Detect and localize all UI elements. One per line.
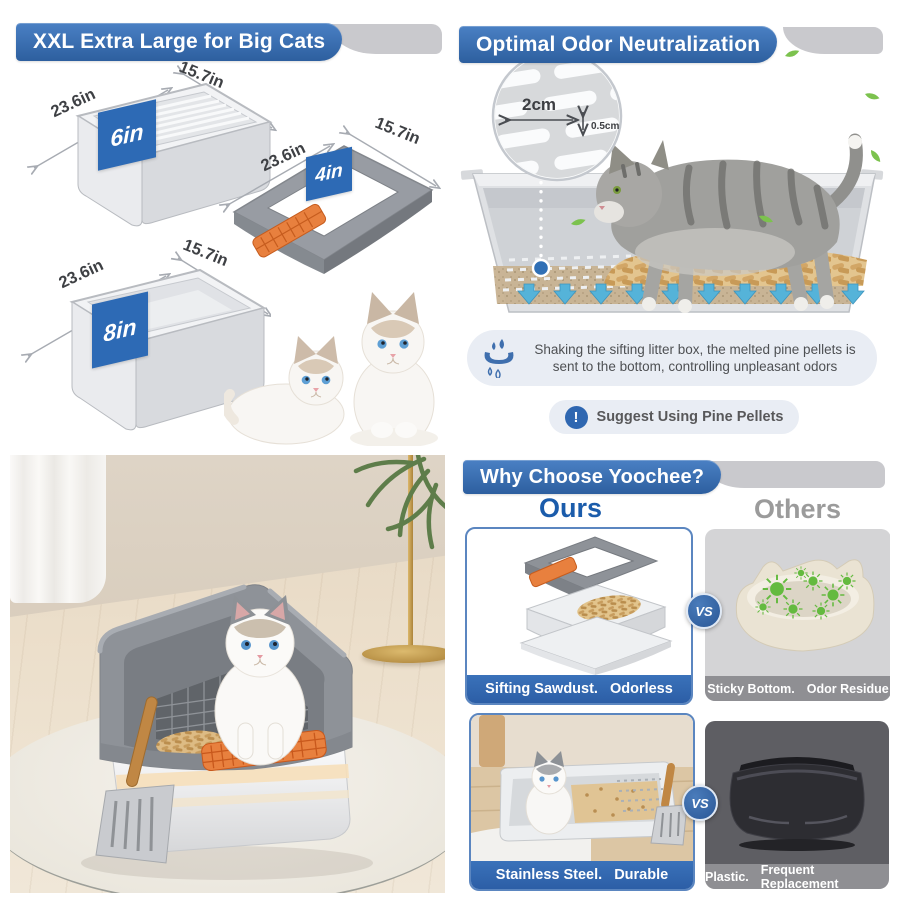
label-part: Sticky Bottom. — [707, 681, 795, 696]
label-part: Stainless Steel. — [495, 867, 603, 883]
scoop — [650, 763, 688, 846]
vs-badge: VS — [682, 785, 718, 821]
exploded-litterbox-illustration — [519, 536, 673, 675]
callout-dot — [531, 258, 551, 278]
white-curtain — [10, 455, 106, 603]
label-part: Plastic. — [705, 869, 749, 884]
others-card-sticky: Sticky Bottom. Odor Residue — [705, 529, 890, 701]
lifestyle-photo — [10, 455, 445, 893]
floor-lamp-base — [362, 645, 445, 663]
banner-swoosh — [703, 461, 885, 488]
comparison-panel: Why Choose Yoochee? Ours Others — [453, 455, 890, 893]
two-cats-photo — [224, 292, 438, 446]
size-panel-title: XXL Extra Large for Big Cats — [16, 23, 343, 61]
litter-scoop — [95, 696, 175, 864]
label-part: Sifting Sawdust. — [485, 681, 598, 697]
size-panel: XXL Extra Large for Big Cats 23.6in 15.7… — [10, 10, 442, 446]
black-plastic-box-photo — [705, 721, 889, 864]
litter-box-photo — [81, 584, 373, 880]
suggestion-pill: ! Suggest Using Pine Pellets — [549, 400, 799, 434]
shaking-note-pill: Shaking the sifting litter box, the melt… — [467, 330, 877, 386]
cat-in-box — [525, 751, 573, 835]
frame-part — [523, 536, 659, 601]
vs-badge: VS — [686, 593, 722, 629]
bottom-box-part — [519, 616, 673, 675]
others-label-bar: Sticky Bottom. Odor Residue — [705, 676, 890, 701]
label-part: Frequent Replacement — [760, 862, 839, 890]
others-card-plastic: Plastic. Frequent Replacement — [705, 721, 889, 889]
label-part: Odor Residue — [806, 681, 889, 696]
tabby-cat-photo — [594, 133, 863, 313]
ragdoll-cat — [214, 595, 306, 766]
water-drops-icon — [484, 339, 514, 378]
plant-leaves — [353, 455, 445, 550]
shaking-note-text: Shaking the sifting litter box, the melt… — [534, 342, 856, 374]
label-part: Odorless — [609, 681, 673, 697]
ours-heading: Ours — [538, 493, 603, 523]
cat-sitting — [350, 292, 438, 446]
suggestion-text: Suggest Using Pine Pellets — [596, 409, 784, 425]
ours-card-sifting: Sifting Sawdust. Odorless — [465, 527, 693, 705]
box-height-tag: 8in — [92, 291, 148, 369]
warm-glow-stripe — [116, 764, 349, 789]
others-heading: Others — [753, 494, 842, 524]
odor-panel-title: Optimal Odor Neutralization — [459, 26, 778, 63]
slot-height-label: 0.5cm — [591, 121, 619, 132]
steel-box-with-cat-photo — [471, 715, 693, 863]
exclamation-icon: ! — [564, 405, 588, 429]
others-label-bar: Plastic. Frequent Replacement — [705, 862, 889, 890]
ours-card-steel: Stainless Steel. Durable — [469, 713, 695, 891]
banner-swoosh — [330, 24, 442, 54]
odor-scene-illustration: 2cm 0.5cm — [460, 25, 884, 313]
anti-slip-pad — [252, 203, 327, 258]
label-part: Durable — [614, 867, 669, 883]
frame-illustration — [218, 108, 442, 274]
slot-magnifier: 2cm 0.5cm — [491, 50, 623, 182]
odor-panel: Optimal Odor Neutralization — [453, 10, 890, 446]
ours-label-bar: Stainless Steel. Durable — [471, 861, 693, 889]
ours-label-bar: Sifting Sawdust. Odorless — [467, 675, 691, 703]
floor-lamp-pole — [408, 455, 413, 653]
slot-width-label: 2cm — [522, 95, 556, 114]
cat-lying — [224, 336, 345, 445]
comparison-panel-title: Why Choose Yoochee? — [463, 460, 722, 494]
dirty-plastic-box-illustration — [735, 559, 875, 652]
